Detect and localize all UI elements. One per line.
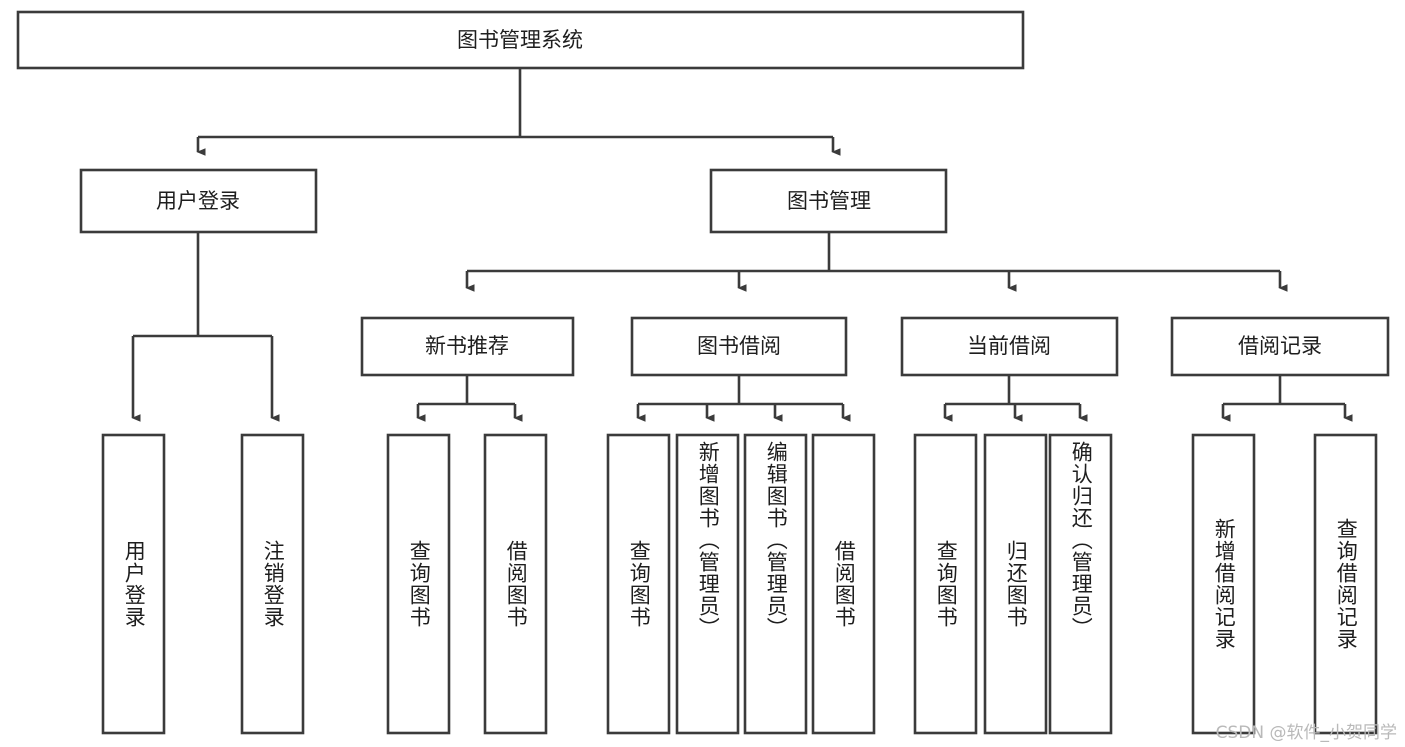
leaf-box-query-book-3[interactable]	[913, 433, 978, 735]
node-borrow-records[interactable]: 借阅记录	[1170, 316, 1390, 377]
node-book-management[interactable]: 图书管理	[709, 168, 948, 234]
node-root-label: 图书管理系统	[457, 28, 583, 52]
csdn-watermark: CSDN @软件_小贺同学	[1215, 723, 1397, 743]
connector-records-to-leaves	[1221, 375, 1353, 422]
node-root[interactable]: 图书管理系统	[16, 10, 1025, 70]
node-new-book-recommend-label: 新书推荐	[425, 334, 509, 358]
node-book-borrow[interactable]: 图书借阅	[630, 316, 848, 377]
leaf-box-query-record[interactable]	[1313, 433, 1378, 735]
connector-bookmgmt-to-submodules	[465, 232, 1288, 292]
connector-root-to-level2	[196, 68, 841, 156]
connector-current-to-leaves	[943, 375, 1088, 422]
leaf-box-confirm-return[interactable]	[1048, 433, 1113, 735]
node-book-management-label: 图书管理	[787, 189, 871, 213]
leaf-box-return-book[interactable]	[983, 433, 1048, 735]
leaf-box-borrow-book-1[interactable]	[483, 433, 548, 735]
connector-newbooks-to-leaves	[416, 375, 523, 422]
leaf-box-add-record[interactable]	[1191, 433, 1256, 735]
leaf-box-add-book[interactable]	[675, 433, 740, 735]
node-user-login[interactable]: 用户登录	[79, 168, 318, 234]
node-new-book-recommend[interactable]: 新书推荐	[360, 316, 575, 377]
leaf-box-query-book-2[interactable]	[606, 433, 671, 735]
connector-userlogin-to-leaves	[131, 232, 280, 422]
node-borrow-records-label: 借阅记录	[1238, 334, 1322, 358]
leaf-box-edit-book[interactable]	[743, 433, 808, 735]
leaf-box-query-book-1[interactable]	[386, 433, 451, 735]
leaf-box-borrow-book-2[interactable]	[811, 433, 876, 735]
node-user-login-label: 用户登录	[156, 189, 240, 213]
node-book-borrow-label: 图书借阅	[697, 334, 781, 358]
node-current-borrow-label: 当前借阅	[967, 334, 1051, 358]
connector-borrow-to-leaves	[636, 375, 851, 422]
leaf-box-user-login[interactable]	[101, 433, 166, 735]
leaf-box-user-logout[interactable]	[240, 433, 305, 735]
node-current-borrow[interactable]: 当前借阅	[900, 316, 1119, 377]
